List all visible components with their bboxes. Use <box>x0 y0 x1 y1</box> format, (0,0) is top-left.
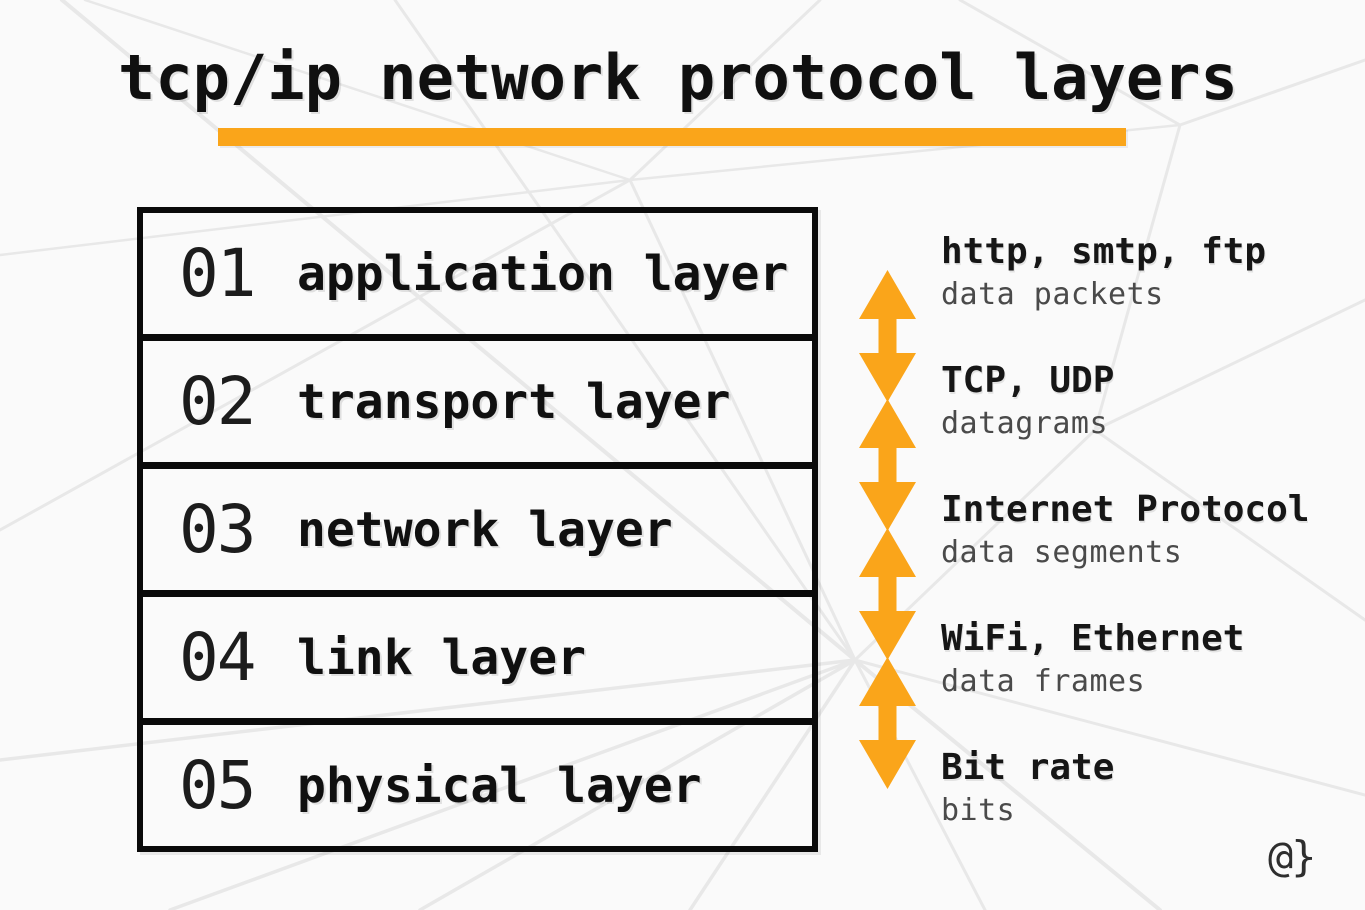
layer-row-application: 01 application layer <box>143 213 812 334</box>
layer-number: 05 <box>179 746 256 824</box>
layer-row-link: 04 link layer <box>143 590 812 718</box>
layer-row-transport: 02 transport layer <box>143 334 812 462</box>
layer-name: application layer <box>297 245 789 302</box>
protocol-examples: WiFi, Ethernet <box>941 617 1245 659</box>
layer-name: network layer <box>297 501 673 558</box>
protocol-examples: Internet Protocol <box>941 488 1310 530</box>
page-title: tcp/ip network protocol layers <box>118 41 1238 114</box>
layer-number: 03 <box>179 490 256 568</box>
layer-stack: 01 application layer 02 transport layer … <box>137 207 818 852</box>
double-arrow-icon <box>859 657 916 789</box>
double-arrow-icon <box>859 528 916 660</box>
layer-name: physical layer <box>297 757 702 814</box>
protocol-label-group-network: Internet Protocol data segments <box>941 465 1361 594</box>
layer-number: 04 <box>179 618 256 696</box>
protocol-examples: Bit rate <box>941 746 1115 788</box>
data-unit-label: data packets <box>941 276 1164 312</box>
layer-name: link layer <box>297 629 586 686</box>
protocol-examples: http, smtp, ftp <box>941 230 1267 272</box>
double-arrow-icon <box>859 399 916 531</box>
protocol-label-group-transport: TCP, UDP datagrams <box>941 336 1361 465</box>
protocol-label-group-application: http, smtp, ftp data packets <box>941 207 1361 336</box>
protocol-examples: TCP, UDP <box>941 359 1115 401</box>
brand-watermark: @} <box>1268 832 1317 881</box>
layer-number: 01 <box>179 234 256 312</box>
protocol-label-group-link: WiFi, Ethernet data frames <box>941 594 1361 723</box>
protocol-label-group-physical: Bit rate bits <box>941 723 1361 852</box>
data-unit-label: datagrams <box>941 405 1109 441</box>
layer-row-network: 03 network layer <box>143 462 812 590</box>
double-arrow-icon <box>859 270 916 402</box>
layer-number: 02 <box>179 362 256 440</box>
title-underline <box>218 128 1126 146</box>
data-unit-label: bits <box>941 792 1016 828</box>
layer-name: transport layer <box>297 373 731 430</box>
data-unit-label: data frames <box>941 663 1146 699</box>
layer-row-physical: 05 physical layer <box>143 718 812 846</box>
data-unit-label: data segments <box>941 534 1183 570</box>
